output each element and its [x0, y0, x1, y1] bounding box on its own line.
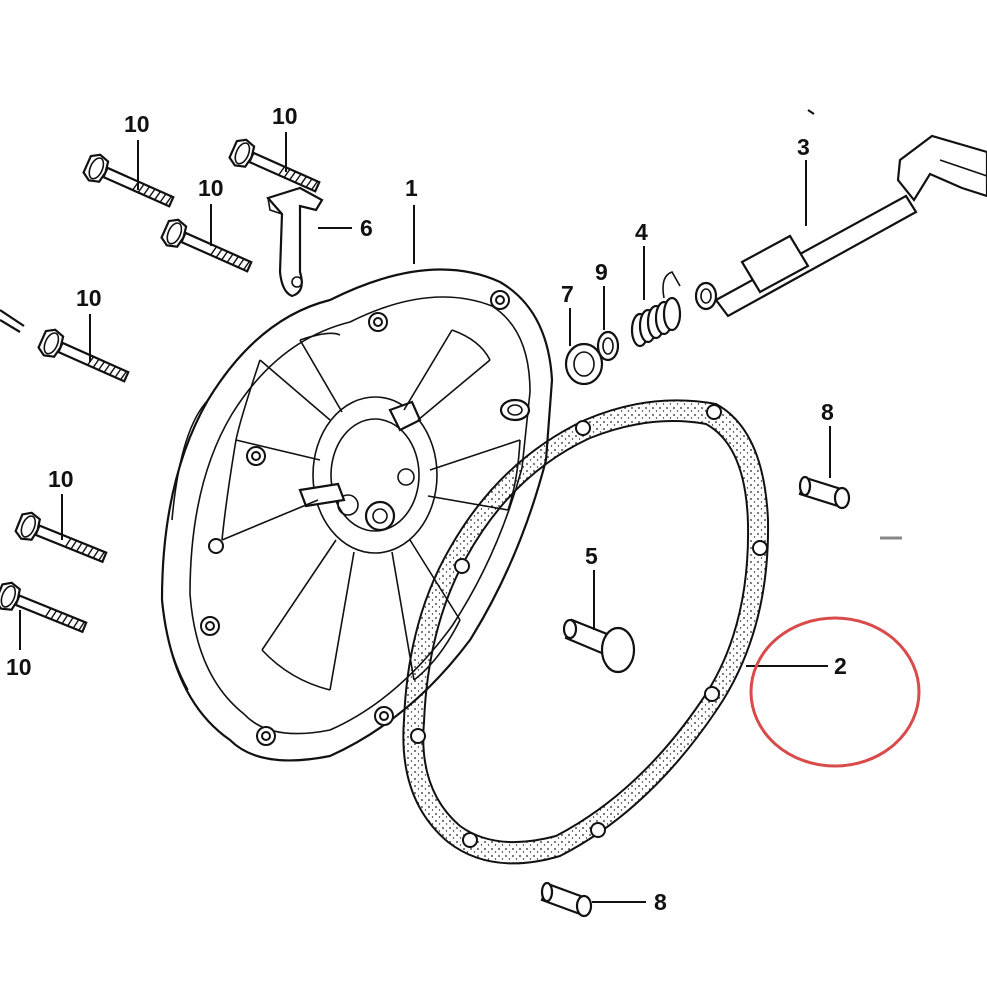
- washer-9: [596, 286, 620, 362]
- label-10-e: 10: [48, 466, 74, 492]
- bolt-10-left-lower: [12, 494, 111, 572]
- bolt-10-top-left: [80, 140, 179, 216]
- seal-7: [564, 308, 604, 386]
- bolt-10-mid-center: [158, 204, 257, 281]
- label-3: 3: [797, 134, 810, 160]
- label-10-a: 10: [124, 111, 150, 137]
- label-8-bottom: 8: [654, 889, 667, 915]
- label-7: 7: [561, 281, 574, 307]
- label-8-right: 8: [821, 399, 834, 425]
- label-2: 2: [834, 653, 847, 679]
- bolt-10-left-bottom: [0, 578, 91, 650]
- scan-mark: [807, 109, 815, 115]
- label-10-b: 10: [272, 103, 298, 129]
- label-4: 4: [635, 219, 648, 245]
- case-cover-1: [160, 205, 554, 762]
- label-9: 9: [595, 259, 608, 285]
- label-1: 1: [405, 175, 418, 201]
- label-6: 6: [360, 215, 373, 241]
- bolt-10-top-center: [226, 132, 325, 201]
- label-10-d: 10: [76, 285, 102, 311]
- pin-5: [562, 570, 636, 674]
- label-10-c: 10: [198, 175, 224, 201]
- highlight-circle: [749, 616, 921, 768]
- dowel-8-bottom: [540, 881, 646, 918]
- bracket-6: [266, 186, 352, 298]
- bolt-10-left-partial: [0, 309, 25, 333]
- dowel-8-right: [798, 426, 851, 510]
- label-10-f: 10: [6, 654, 32, 680]
- shaft-3: [694, 134, 987, 318]
- spring-4: [630, 246, 682, 348]
- label-5: 5: [585, 543, 598, 569]
- gasket-2: [402, 399, 828, 865]
- bolt-10-left-upper: [35, 314, 134, 391]
